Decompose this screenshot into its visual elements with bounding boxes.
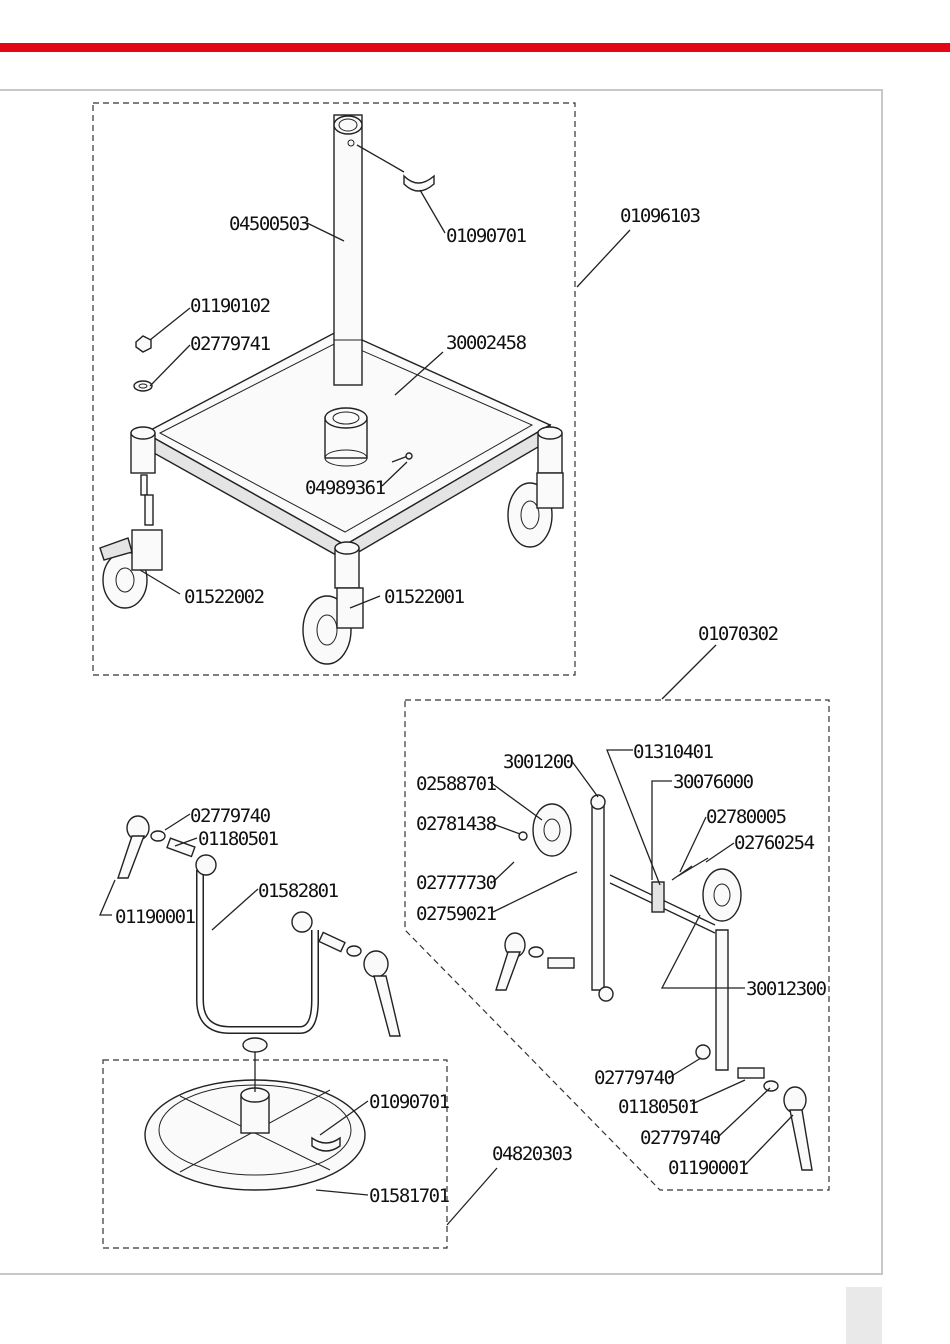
label-3001200: 3001200 (503, 751, 574, 773)
label-02779740-r1: 02779740 (594, 1067, 675, 1089)
screw-parts (567, 858, 708, 880)
label-01180501-l: 01180501 (198, 828, 279, 850)
label-02588701: 02588701 (416, 773, 497, 795)
caster-wheel-front (303, 588, 363, 664)
label-02777730: 02777730 (416, 872, 497, 894)
pulley-left (519, 804, 571, 856)
label-04820303: 04820303 (492, 1143, 573, 1165)
label-02780005: 02780005 (706, 806, 786, 828)
arm-left (591, 795, 613, 1001)
label-04500503: 04500503 (229, 213, 310, 235)
label-01096103: 01096103 (620, 205, 701, 227)
label-01090701-top: 01090701 (446, 225, 527, 247)
crank-handle-right (738, 1068, 812, 1170)
label-01582801: 01582801 (258, 880, 339, 902)
label-01070302: 01070302 (698, 623, 778, 645)
label-01090701-base: 01090701 (369, 1091, 450, 1113)
label-01522002: 01522002 (184, 586, 264, 608)
label-02779740-r2: 02779740 (640, 1127, 721, 1149)
label-30076000: 30076000 (673, 771, 754, 793)
label-01180501-r: 01180501 (618, 1096, 699, 1118)
crank-handle-left (496, 933, 574, 990)
label-02759021: 02759021 (416, 903, 497, 925)
caster-wheel-right (508, 473, 563, 547)
label-01310401: 01310401 (633, 741, 714, 763)
arm-right (696, 930, 728, 1070)
pulley-right (703, 869, 741, 921)
corner-post-left (131, 427, 155, 525)
label-01190001-l: 01190001 (115, 906, 196, 928)
label-02781438: 02781438 (416, 813, 497, 835)
label-01522001: 01522001 (384, 586, 465, 608)
shaft (610, 875, 715, 933)
nut-and-washer (134, 336, 152, 391)
pole-socket (325, 408, 367, 466)
pole-clip (404, 176, 434, 191)
corner-post-right (538, 427, 562, 473)
round-base (145, 1080, 365, 1190)
crank-handle-lower (319, 932, 400, 1036)
corner-post-front (335, 542, 359, 588)
vertical-pole (334, 115, 362, 385)
label-02779741: 02779741 (190, 333, 271, 355)
label-01190102: 01190102 (190, 295, 270, 317)
label-04989361: 04989361 (305, 477, 386, 499)
label-30002458: 30002458 (446, 332, 527, 354)
label-01190001-r: 01190001 (668, 1157, 749, 1179)
crank-handle-upper-left (118, 816, 195, 878)
label-30012300: 30012300 (746, 978, 827, 1000)
label-02760254: 02760254 (734, 832, 815, 854)
label-02779740-l: 02779740 (190, 805, 271, 827)
braked-caster-wheel (100, 530, 162, 608)
label-01581701: 01581701 (369, 1185, 450, 1207)
